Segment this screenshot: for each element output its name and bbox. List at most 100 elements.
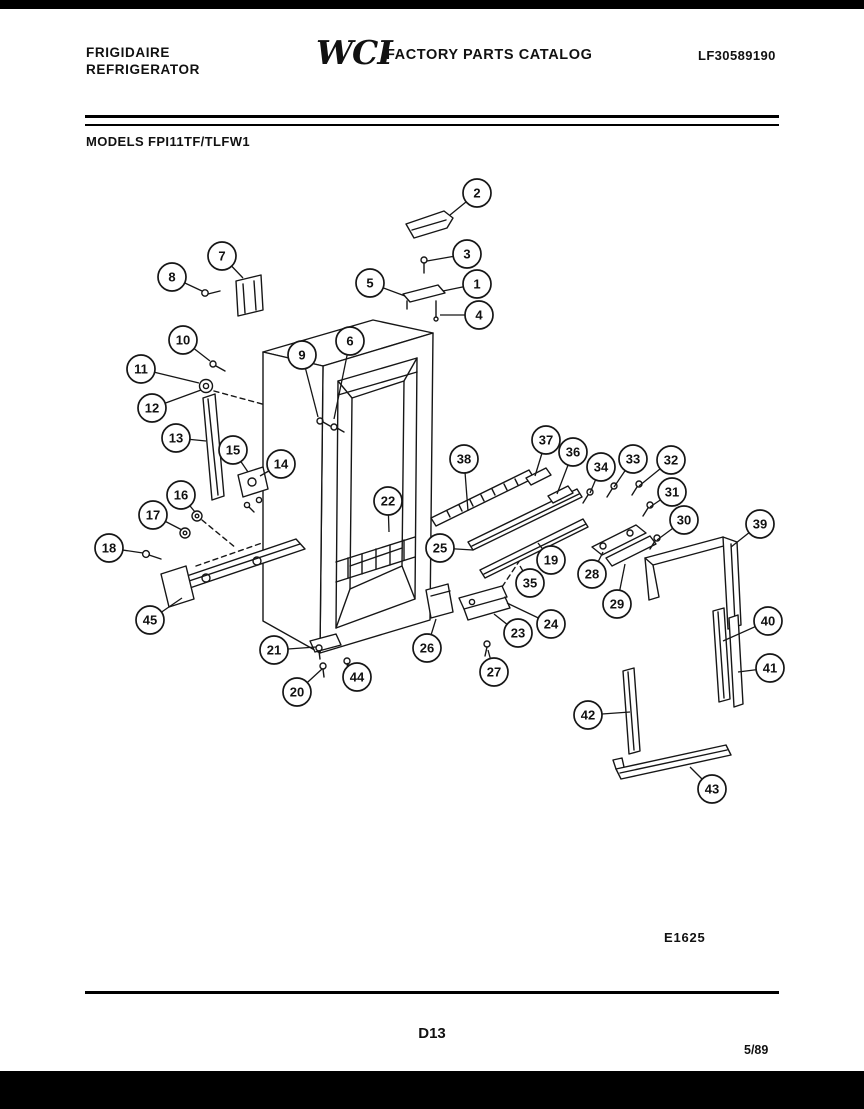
trim-43 [612,744,732,780]
callout-circle [586,452,616,482]
callout-circle [452,239,482,269]
callout-number: 27 [487,665,501,680]
callout-circle [259,635,289,665]
callout-balloon-2: 2 [449,178,492,216]
brand-line2: REFRIGERATOR [86,62,200,77]
screw-6 [330,423,345,433]
figure-code: E1625 [664,930,706,945]
callout-circle [618,444,648,474]
callout-number: 39 [753,517,767,532]
screw-32 [631,480,643,496]
callout-number: 15 [226,443,240,458]
callout-circle [464,300,494,330]
page-number: D13 [418,1025,446,1042]
callout-balloon-32: 32 [638,445,686,487]
callout-number: 3 [463,247,470,262]
callout-balloon-45: 45 [135,597,183,635]
scan-edge-bottom [0,1071,864,1109]
callout-balloon-25: 25 [425,533,474,563]
callout-circle [577,559,607,589]
callout-number: 23 [511,626,525,641]
callout-balloon-23: 23 [493,613,533,648]
callout-circle [161,423,191,453]
screw-34 [582,488,594,504]
grommet-17 [179,527,191,539]
callout-circle [126,354,156,384]
callout-balloon-42: 42 [573,700,631,730]
callout-circle [94,533,124,563]
wci-logo: WCI [316,33,393,72]
callout-number: 17 [146,508,160,523]
callout-number: 45 [143,613,157,628]
callout-number: 30 [677,513,691,528]
publication-number: LF30589190 [698,48,776,63]
callout-balloon-24: 24 [506,602,566,639]
cabinet-shell [262,319,434,654]
callout-circle [573,700,603,730]
callout-number: 43 [705,782,719,797]
callout-balloon-37: 37 [531,425,561,477]
callout-number: 36 [566,445,580,460]
callout-circle [287,340,317,370]
callout-number: 42 [581,708,595,723]
callout-balloon-28: 28 [577,551,607,589]
callout-number: 29 [610,597,624,612]
callout-number: 32 [664,453,678,468]
callout-number: 44 [350,670,365,685]
callout-circle [266,449,296,479]
callout-number: 26 [420,641,434,656]
grommet-11-12 [198,378,214,394]
callout-circle [536,609,566,639]
callout-number: 8 [168,270,175,285]
trim-40 [712,607,731,703]
callout-balloon-39: 39 [730,509,775,548]
slide-rail-19-35 [479,518,589,579]
callout-number: 19 [544,553,558,568]
callout-circle [425,533,455,563]
callout-circle [207,241,237,271]
grommet-16 [191,510,203,522]
screw-10 [209,360,226,372]
brand-block: FRIGIDAIRE REFRIGERATOR [86,44,200,78]
bracket-26 [425,583,454,619]
callout-circle [531,425,561,455]
callout-balloon-33: 33 [613,444,648,488]
top-left-hinge-bracket [235,274,264,317]
header-rule [85,115,779,126]
callout-balloon-3: 3 [426,239,482,269]
callout-balloon-36: 36 [556,437,588,495]
callout-balloon-15: 15 [218,435,249,473]
callout-circle [282,677,312,707]
callout-number: 28 [585,567,599,582]
callout-balloon-10: 10 [168,325,211,362]
bracket-23-24 [458,585,511,621]
top-hinge-assembly [402,256,446,322]
callout-balloon-4: 4 [440,300,494,330]
footer-rule [85,991,779,994]
callout-number: 9 [298,348,305,363]
callout-circle [449,444,479,474]
callout-balloon-8: 8 [157,262,203,292]
callout-number: 33 [626,452,640,467]
callout-circle [669,505,699,535]
callout-number: 5 [366,276,373,291]
callout-balloon-35: 35 [515,565,545,598]
callout-balloon-6: 6 [333,326,365,420]
bottom-hinge [309,633,342,653]
callout-circle [697,774,727,804]
screw-9 [316,417,331,427]
callout-balloon-29: 29 [602,563,632,619]
trim-41 [728,614,744,708]
callout-balloon-16: 16 [166,480,196,513]
callout-balloon-22: 22 [373,486,403,533]
callout-balloon-17: 17 [138,500,183,531]
assembly-dash-line [195,542,263,567]
callout-circle [462,269,492,299]
callout-balloon-31: 31 [649,477,687,508]
callout-circle [138,500,168,530]
diagram-art [141,210,744,780]
callout-number: 11 [134,362,148,377]
callout-circle [753,606,783,636]
brand-line1: FRIGIDAIRE [86,45,171,60]
